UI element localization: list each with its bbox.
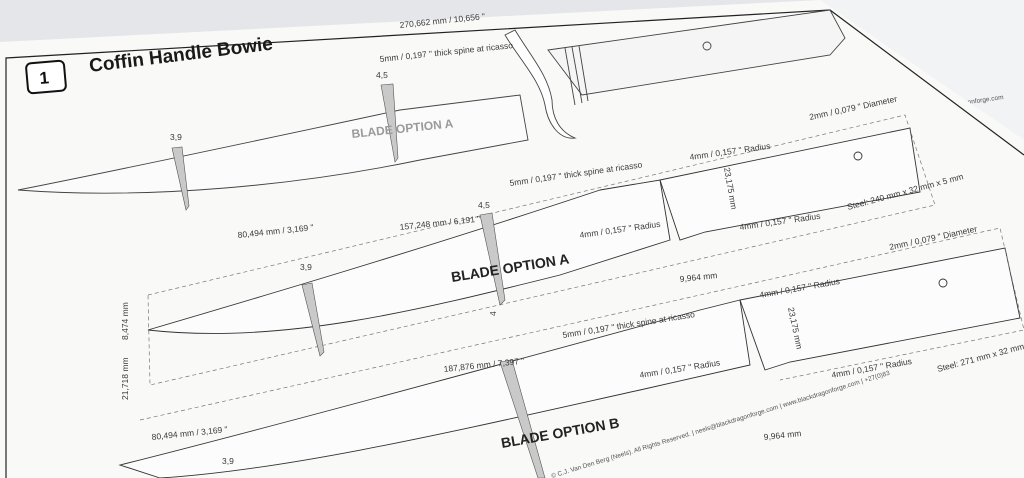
option-b-drawing	[118, 227, 1024, 478]
title-badge-number: 1	[39, 68, 50, 88]
option-b-tang-width: 9,964 mm	[763, 428, 802, 442]
option-a-section-thin	[301, 282, 325, 357]
top-section-thin	[171, 146, 190, 211]
top-section-thick	[380, 83, 399, 163]
option-b-height-partial: 8,474 mm	[120, 302, 130, 340]
option-b-thin-label: 3,9	[222, 456, 234, 466]
option-a-thin-label: 3,9	[300, 262, 312, 272]
option-a-thick-label: 4,5	[478, 200, 490, 210]
top-thick-label: 4,5	[376, 70, 388, 80]
sheet-border	[5, 9, 1024, 478]
option-b-height-total: 21,718 mm	[120, 357, 130, 400]
option-a-drawing	[147, 114, 936, 386]
title-badge-box	[25, 59, 67, 95]
option-a-tang-width: 9,964 mm	[679, 270, 718, 284]
top-knife-drawing	[17, 9, 846, 194]
top-thin-label: 3,9	[170, 132, 182, 142]
option-a-section-thick	[479, 212, 506, 306]
option-a-base-label: 4	[488, 311, 498, 316]
option-b-section-thick	[499, 359, 546, 478]
